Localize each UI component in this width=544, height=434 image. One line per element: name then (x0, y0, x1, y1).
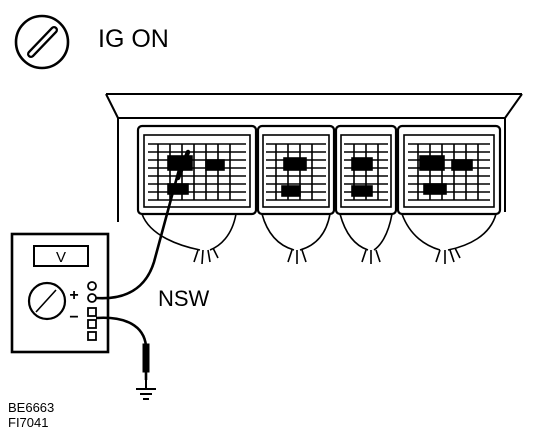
ignition-key-icon (14, 14, 70, 70)
meter-range-label: V (56, 249, 66, 266)
ecu-connectors (136, 124, 502, 216)
connector-3 (334, 124, 398, 216)
connector-2 (256, 124, 336, 216)
wire-harness (141, 213, 497, 265)
ecu-housing (105, 93, 523, 222)
connector-1 (136, 124, 258, 216)
wire-label: NSW (158, 286, 210, 311)
ground-icon (136, 380, 156, 400)
negative-probe-lead (95, 316, 150, 380)
figure-code-2: FI7041 (8, 415, 48, 430)
positive-probe-lead (95, 149, 191, 300)
ignition-label: IG ON (98, 25, 169, 53)
figure-code-1: BE6663 (8, 400, 54, 415)
voltmeter (10, 232, 110, 354)
connector-4 (396, 124, 502, 216)
meter-minus-label: − (69, 309, 78, 326)
meter-plus-label: + (69, 287, 78, 304)
